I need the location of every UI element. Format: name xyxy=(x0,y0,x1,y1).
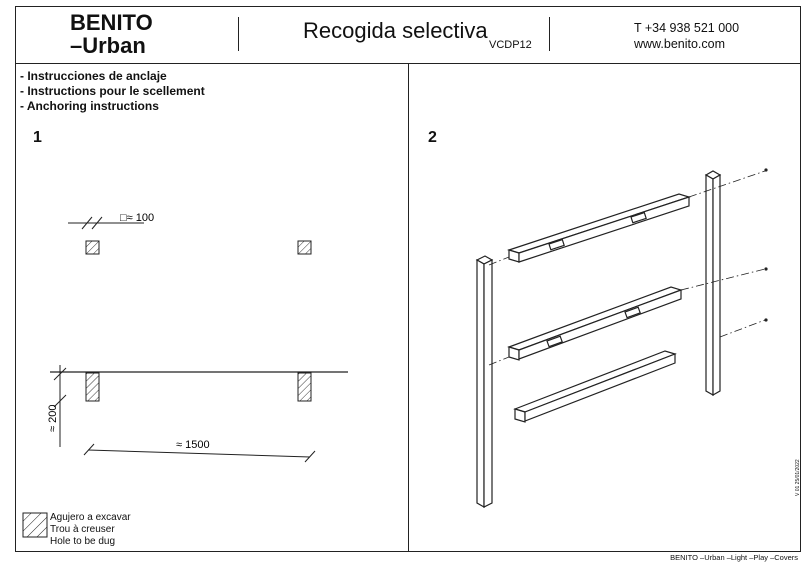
dimension-tick xyxy=(91,216,103,230)
middle-rail-end xyxy=(508,346,520,361)
screw-icon xyxy=(764,267,768,271)
dimension-tick xyxy=(304,450,316,463)
dimension-tick xyxy=(53,367,67,381)
screw-icon xyxy=(764,168,768,172)
spacing-label: ≈ 1500 xyxy=(176,439,210,451)
panel-divider xyxy=(408,63,409,551)
legend-fr: Trou à creuser xyxy=(50,524,115,535)
screw-icon xyxy=(764,318,768,322)
spacing-dimension-line xyxy=(87,449,311,458)
contact-info: T +34 938 521 000 www.benito.com xyxy=(634,20,739,52)
instruction-fr: - Instructions pour le scellement xyxy=(20,84,205,98)
instruction-en: - Anchoring instructions xyxy=(20,99,159,113)
bottom-rail-top xyxy=(513,350,677,413)
top-rail-clip xyxy=(630,211,647,224)
hatch-swatch xyxy=(22,512,48,538)
bottom-rail-end xyxy=(514,408,526,423)
version-stamp: V 01 25/01/2022 xyxy=(795,459,801,496)
depth-label: ≈ 200 xyxy=(47,405,59,432)
top-rail-face xyxy=(518,196,690,263)
header-separator xyxy=(549,17,550,51)
legend-en: Hole to be dug xyxy=(50,536,116,547)
hole-size-label: □≈ 100 xyxy=(120,212,154,224)
brand-logo: BENITO –Urban xyxy=(70,11,153,57)
hole-section xyxy=(85,372,100,402)
middle-rail-top xyxy=(507,286,683,351)
middle-rail-clip xyxy=(624,306,641,319)
footer: BENITO –Urban –Light –Play –Covers xyxy=(670,553,798,562)
brand-line2: –Urban xyxy=(70,33,146,58)
alignment-line xyxy=(719,319,766,338)
product-code: VCDP12 xyxy=(489,39,532,51)
brand-line1: BENITO xyxy=(70,10,153,35)
step1-number: 1 xyxy=(33,129,42,146)
alignment-line xyxy=(680,268,766,291)
dimension-tick xyxy=(53,394,67,408)
phone: T +34 938 521 000 xyxy=(634,21,740,35)
middle-rail-face xyxy=(518,289,682,360)
left-post xyxy=(476,258,485,509)
hole-top-view xyxy=(85,240,100,255)
top-rail-top xyxy=(507,193,691,254)
alignment-line xyxy=(688,170,766,198)
top-rail-clip xyxy=(548,238,565,251)
step2-number: 2 xyxy=(428,129,437,146)
right-post xyxy=(705,173,714,397)
legend-text: Agujero a excavar Trou à creuser Hole to… xyxy=(50,512,131,548)
header-separator xyxy=(238,17,239,51)
alignment-line xyxy=(488,256,510,266)
dimension-tick xyxy=(83,443,95,456)
alignment-line xyxy=(488,356,510,366)
middle-rail-clip xyxy=(546,335,563,348)
website: www.benito.com xyxy=(634,37,726,51)
instruction-list: - Instrucciones de anclaje - Instruction… xyxy=(20,69,205,114)
step2-assembly-drawing xyxy=(475,168,768,509)
hole-top-view xyxy=(297,240,312,255)
legend-es: Agujero a excavar xyxy=(50,512,131,523)
page-title: Recogida selectiva xyxy=(303,18,488,43)
left-post-side xyxy=(483,259,493,508)
instruction-es: - Instrucciones de anclaje xyxy=(20,69,167,83)
step1-drawing: □≈ 100 ≈ 200 ≈ 1500 xyxy=(47,212,348,463)
dimension-tick xyxy=(81,216,93,230)
bottom-rail-face xyxy=(524,353,676,422)
drawing-frame: BENITO –Urban Recogida selectiva VCDP12 … xyxy=(15,6,801,552)
right-post-side xyxy=(712,173,721,397)
hole-section xyxy=(297,372,312,402)
